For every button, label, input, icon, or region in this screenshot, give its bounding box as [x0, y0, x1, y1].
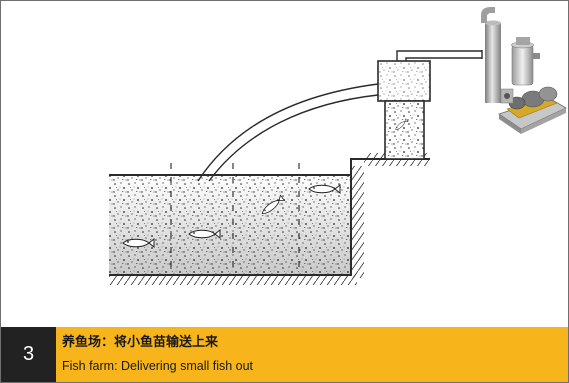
fish-farm-diagram	[109, 7, 567, 285]
caption-title-chinese: 养鱼场：将小鱼苗输送上来	[62, 335, 219, 350]
caption-bar: 3 养鱼场：将小鱼苗输送上来 Fish farm: Delivering sma…	[1, 327, 568, 382]
delivery-pipe	[197, 83, 379, 182]
caption-text-block: 养鱼场：将小鱼苗输送上来 Fish farm: Delivering small…	[56, 327, 568, 382]
step-number: 3	[22, 343, 35, 365]
step-number-badge: 3	[1, 327, 56, 382]
fish-pond	[109, 158, 430, 276]
pump-machine-icon	[481, 7, 567, 134]
separator-tank	[377, 50, 483, 160]
caption-title-english: Fish farm: Delivering small fish out	[62, 359, 254, 373]
